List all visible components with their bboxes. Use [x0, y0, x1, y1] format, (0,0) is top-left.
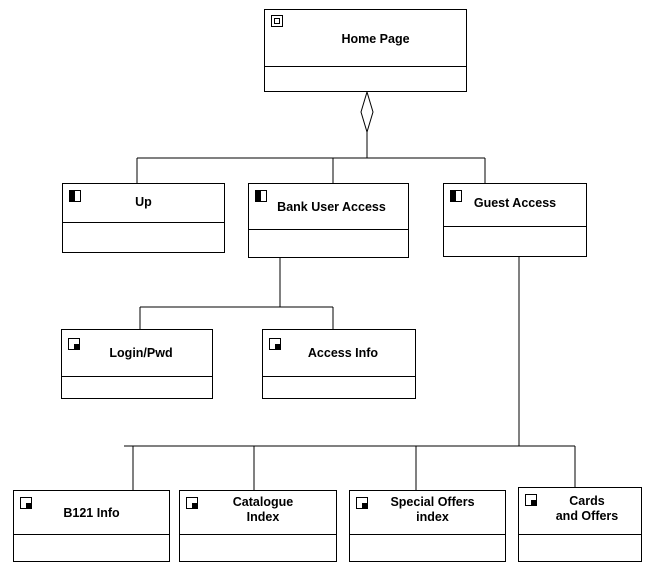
node-label: Special Offers index [390, 495, 475, 524]
root-icon [271, 15, 283, 27]
node-divider [14, 534, 169, 535]
node-label: Home Page [341, 32, 410, 46]
node-catalogue-index[interactable]: Catalogue Index [179, 490, 337, 562]
corner-filled-square-icon [269, 338, 281, 350]
node-access-info[interactable]: Access Info [262, 329, 416, 399]
node-label: Cards and Offers [555, 494, 619, 523]
node-home-page[interactable]: Home Page [264, 9, 467, 92]
corner-filled-square-icon [186, 497, 198, 509]
half-filled-square-icon [69, 190, 81, 202]
node-divider [265, 66, 466, 67]
corner-filled-square-icon [525, 494, 537, 506]
node-divider [519, 534, 641, 535]
node-divider [263, 376, 415, 377]
node-divider [62, 376, 212, 377]
corner-filled-square-icon [356, 497, 368, 509]
node-guest-access[interactable]: Guest Access [443, 183, 587, 257]
node-divider [180, 534, 336, 535]
node-divider [63, 222, 224, 223]
node-bank-user-access[interactable]: Bank User Access [248, 183, 409, 258]
node-label: B121 Info [63, 506, 120, 520]
node-label: Up [135, 195, 152, 209]
node-login-pwd[interactable]: Login/Pwd [61, 329, 213, 399]
corner-filled-square-icon [20, 497, 32, 509]
node-divider [350, 534, 505, 535]
node-b121-info[interactable]: B121 Info [13, 490, 170, 562]
half-filled-square-icon [450, 190, 462, 202]
node-divider [444, 226, 586, 227]
node-label: Bank User Access [277, 200, 386, 214]
node-label: Catalogue Index [232, 495, 294, 524]
node-special-offers-index[interactable]: Special Offers index [349, 490, 506, 562]
half-filled-square-icon [255, 190, 267, 202]
node-up[interactable]: Up [62, 183, 225, 253]
aggregation-diamond [360, 90, 374, 134]
node-label: Access Info [307, 346, 379, 360]
node-divider [249, 229, 408, 230]
node-cards-and-offers[interactable]: Cards and Offers [518, 487, 642, 562]
node-label: Login/Pwd [109, 346, 173, 360]
corner-filled-square-icon [68, 338, 80, 350]
node-label: Guest Access [473, 196, 557, 210]
